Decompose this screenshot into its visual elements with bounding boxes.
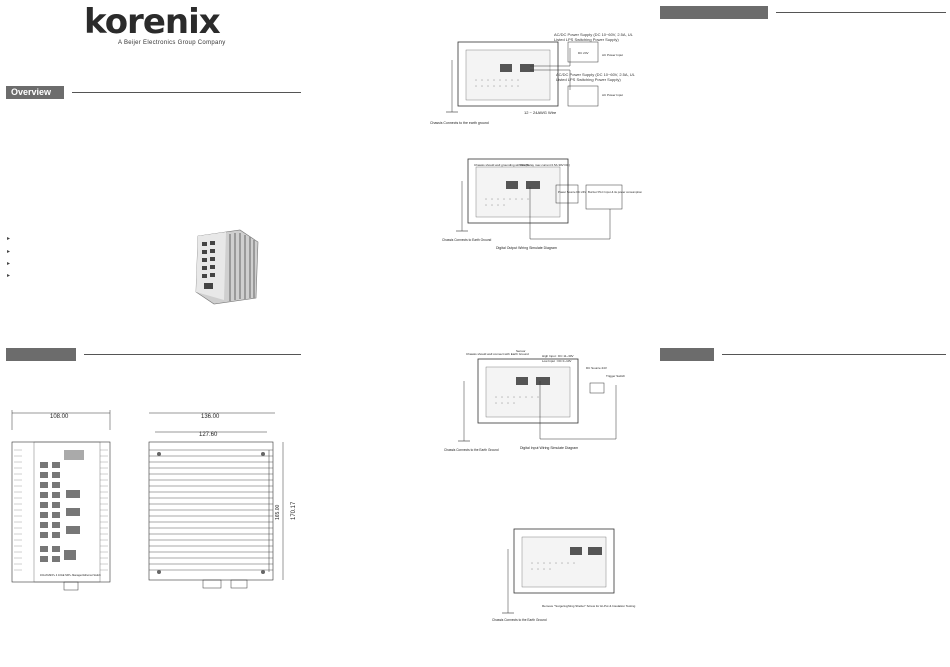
surge-ground-label: Chassis Connects to the Earth Ground: [492, 618, 547, 622]
psu2-label: AC/DC Power Supply (DC 10~60V, 2.5A, UL …: [556, 72, 635, 82]
front-width-label: 108.00: [50, 414, 69, 420]
front-view-drawing: 108.00 16G-8GSFP+ 4 10GE SFP+ Managed Et…: [11, 410, 111, 591]
dout-source-label: Power Source DC 24V: [558, 190, 586, 194]
dout-buzzer-label: Buzzer/ PLC Input & its power consumptio…: [588, 190, 642, 194]
right-heading-2: [660, 348, 714, 361]
din-caption: Digital Input Wiring Simulate Diagram: [520, 446, 578, 450]
right-rule-2: [722, 354, 946, 355]
side-width-label: 136.00: [201, 414, 220, 420]
surge-remove-label: Remove "Surge/Lighting Shelter" Screw fo…: [542, 604, 636, 608]
power-ground-label: Chassis Connects to the earth ground: [430, 121, 489, 125]
dc24-label: DC 24V: [578, 51, 589, 55]
right-rule-1: [776, 12, 946, 13]
overview-rule: [72, 92, 301, 93]
bullet-item: ▸: [7, 261, 11, 267]
dout-ground-label: Chassis Connects to Earth Ground: [442, 238, 491, 242]
dout-chassis-label: Chassis should well grounding with Earth: [474, 163, 529, 167]
din-source-label: DC Source 24V: [586, 366, 607, 370]
front-model-label: 16G-8GSFP+ 4 10GE SFP+ Managed Ethernet …: [40, 574, 101, 577]
dimension-rule: [84, 354, 301, 355]
ac-input-label-2: AC Power Input: [602, 93, 623, 97]
din-sensor-label: Sensor: [516, 349, 526, 353]
logo-tagline: A Beijer Electronics Group Company: [118, 40, 226, 46]
side-view-drawing: 136.00 127.60 170.17 165.00: [148, 412, 297, 589]
psu1-label: AC/DC Power Supply (DC 10~60V, 2.5A, UL …: [554, 32, 633, 42]
surge-diagram: Remove "Surge/Lighting Shelter" Screw fo…: [492, 528, 636, 622]
power-wiring-diagram: DC 24V AC Power Input AC Power Input 12 …: [430, 41, 623, 125]
side-height-inner-label: 165.00: [275, 504, 281, 520]
din-high-label: High Input : DC 11~30V: [542, 354, 574, 358]
digital-input-diagram: Chassis should well connect with Earth G…: [444, 349, 625, 452]
bullet-item: ▸: [7, 249, 11, 255]
dout-caption: Digital Output Wiring Simulate Diagram: [496, 246, 557, 250]
wire-label: 12 ~ 24AWG Wire: [524, 110, 557, 115]
right-heading-1: [660, 6, 768, 19]
bullet-item: ▸: [7, 273, 11, 279]
side-height-label: 170.17: [291, 501, 297, 520]
din-chassis-label: Chassis should well connect with Earth G…: [466, 352, 529, 356]
dout-relay-label: DO (Relay max current 0.5A 30V DC): [520, 163, 570, 167]
din-low-label: Low Input : DC 0~10V: [542, 359, 571, 363]
bullet-item: ▸: [7, 236, 11, 242]
din-trigger-label: Trigger Switch: [606, 374, 625, 378]
din-ground-label: Chassis Connects to the Earth Ground: [444, 448, 499, 452]
dimension-heading: [6, 348, 76, 361]
product-image: [195, 229, 259, 305]
korenix-logo: korenix: [84, 2, 221, 42]
side-inner-label: 127.60: [199, 432, 218, 438]
ac-input-label-1: AC Power Input: [602, 53, 623, 57]
overview-heading: Overview: [6, 86, 64, 99]
digital-output-diagram: Chassis should well grounding with Earth…: [442, 158, 642, 250]
